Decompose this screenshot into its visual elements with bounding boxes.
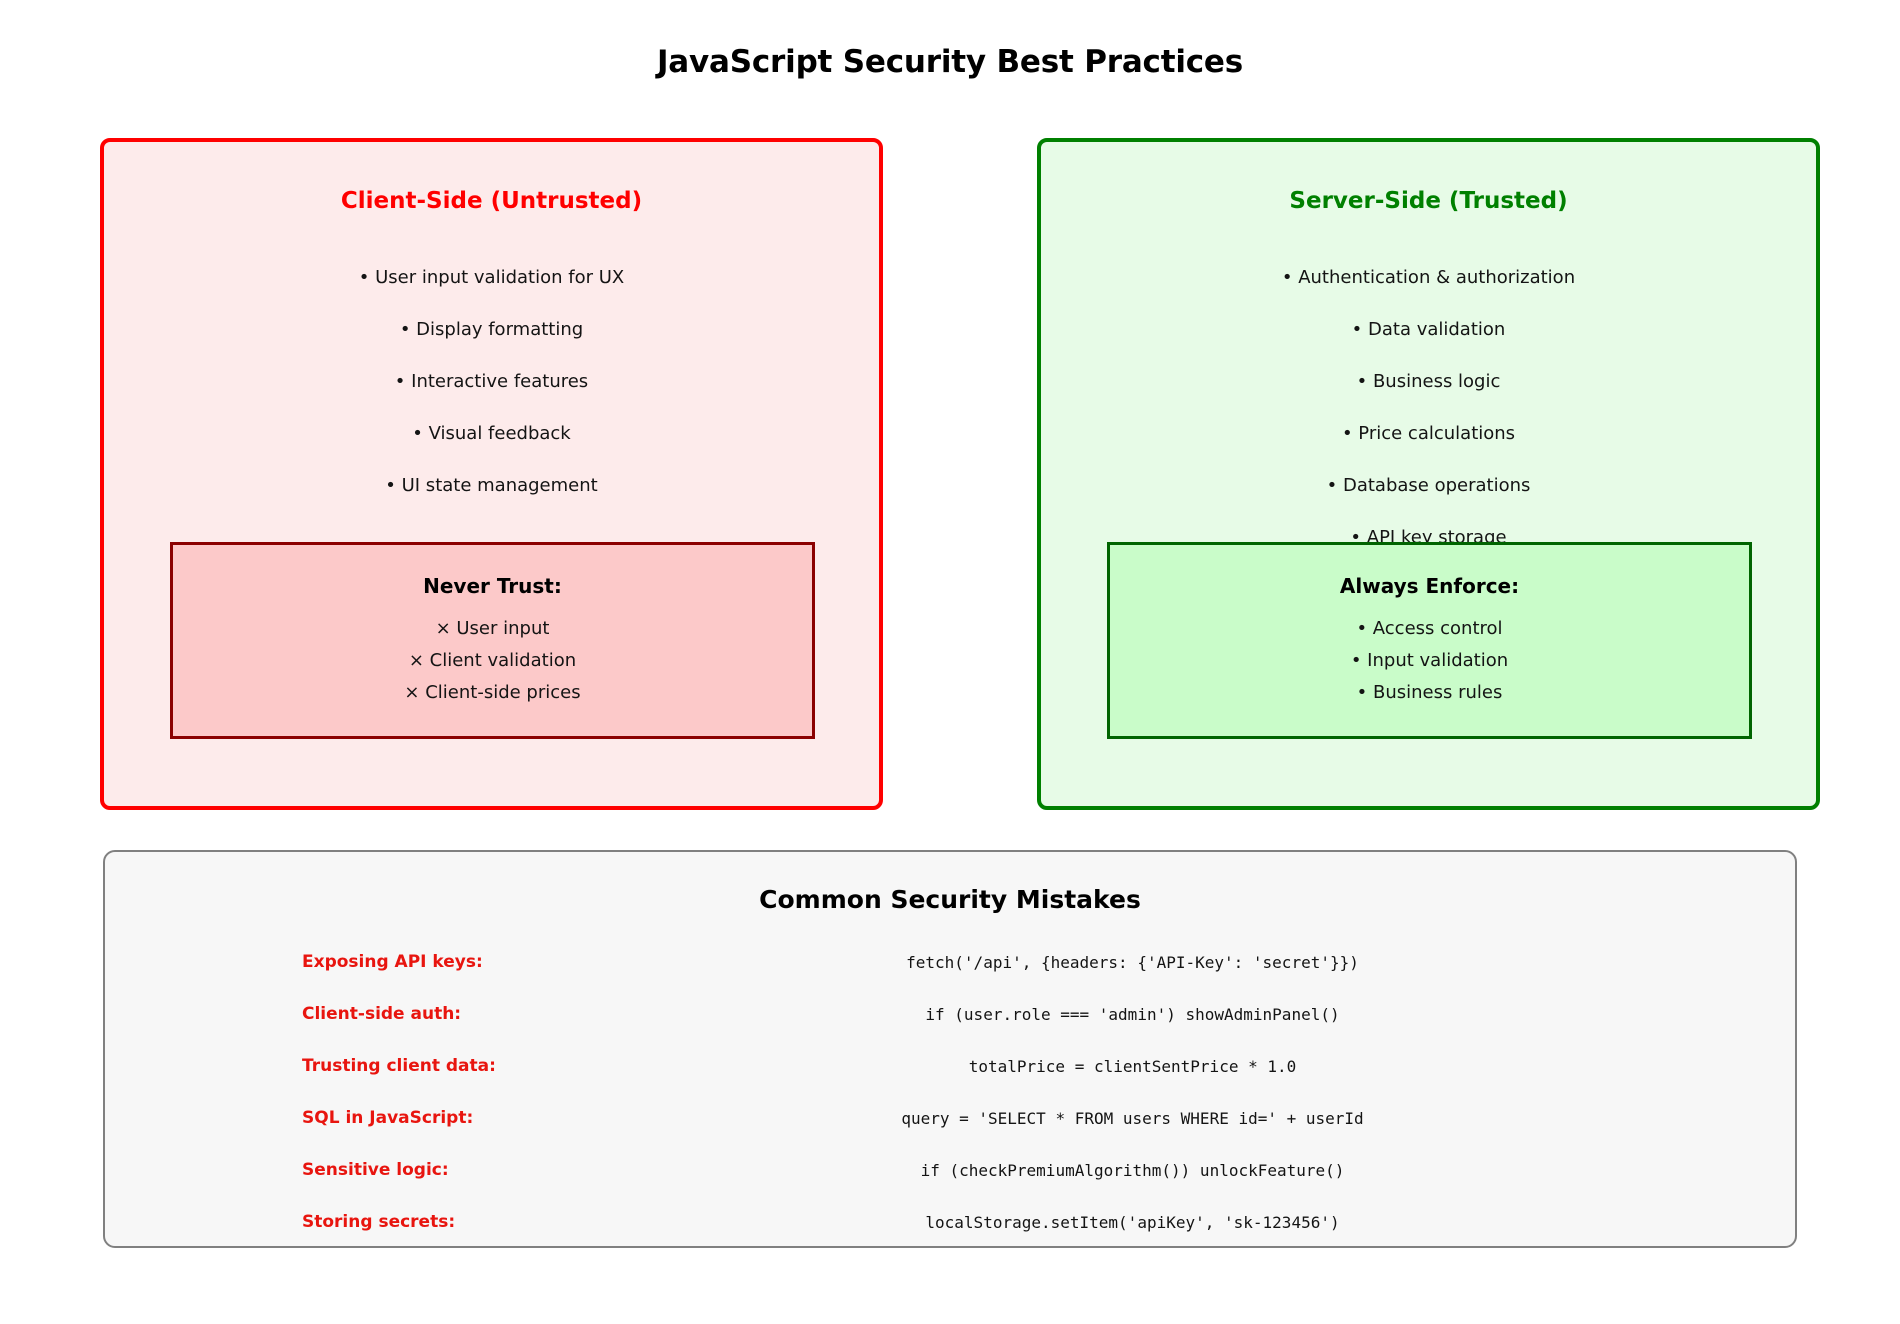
- client-panel-heading: Client-Side (Untrusted): [340, 188, 643, 214]
- mistakes-row-list: Exposing API keys: fetch('/api', {header…: [105, 952, 1795, 1264]
- list-item: • UI state management: [385, 475, 598, 496]
- mistake-code: if (checkPremiumAlgorithm()) unlockFeatu…: [920, 1161, 1345, 1180]
- list-item: • User input validation for UX: [358, 267, 625, 288]
- mistake-code: localStorage.setItem('apiKey', 'sk-12345…: [925, 1213, 1340, 1232]
- list-item: • Display formatting: [399, 319, 584, 340]
- client-bullet-list: • User input validation for UX • Display…: [104, 269, 879, 529]
- server-panel-heading: Server-Side (Trusted): [1289, 188, 1568, 214]
- page-title: JavaScript Security Best Practices: [656, 44, 1244, 80]
- table-row: Exposing API keys: fetch('/api', {header…: [105, 952, 1795, 1004]
- list-item: • Interactive features: [394, 371, 589, 392]
- mistake-label: Client-side auth:: [302, 1004, 462, 1024]
- mistake-code: fetch('/api', {headers: {'API-Key': 'sec…: [906, 953, 1359, 972]
- table-row: SQL in JavaScript: query = 'SELECT * FRO…: [105, 1108, 1795, 1160]
- list-item: • Authentication & authorization: [1281, 267, 1576, 288]
- always-enforce-list: • Access control • Input validation • Bu…: [1110, 620, 1749, 716]
- server-side-panel: Server-Side (Trusted) • Authentication &…: [1037, 138, 1820, 810]
- common-security-mistakes-panel: Common Security Mistakes Exposing API ke…: [103, 850, 1797, 1248]
- mistake-label: Storing secrets:: [302, 1212, 456, 1232]
- list-item: • Price calculations: [1341, 423, 1516, 444]
- table-row: Sensitive logic: if (checkPremiumAlgorit…: [105, 1160, 1795, 1212]
- list-item: × Client-side prices: [404, 682, 581, 703]
- mistake-label: Trusting client data:: [302, 1056, 496, 1076]
- mistakes-panel-title: Common Security Mistakes: [759, 885, 1141, 914]
- client-side-panel: Client-Side (Untrusted) • User input val…: [100, 138, 883, 810]
- mistake-label: Sensitive logic:: [302, 1160, 449, 1180]
- server-bullet-list: • Authentication & authorization • Data …: [1041, 269, 1816, 581]
- list-item: • Access control: [1356, 618, 1503, 639]
- list-item: • Database operations: [1326, 475, 1531, 496]
- never-trust-list: × User input × Client validation × Clien…: [173, 620, 812, 716]
- always-enforce-box: Always Enforce: • Access control • Input…: [1107, 542, 1752, 739]
- list-item: • Visual feedback: [412, 423, 571, 444]
- list-item: • Input validation: [1350, 650, 1509, 671]
- table-row: Client-side auth: if (user.role === 'adm…: [105, 1004, 1795, 1056]
- table-row: Storing secrets: localStorage.setItem('a…: [105, 1212, 1795, 1264]
- mistake-label: Exposing API keys:: [302, 952, 483, 972]
- mistake-code: totalPrice = clientSentPrice * 1.0: [968, 1057, 1297, 1076]
- list-item: × User input: [435, 618, 550, 639]
- mistake-code: query = 'SELECT * FROM users WHERE id=' …: [901, 1109, 1364, 1128]
- list-item: • Business logic: [1356, 371, 1501, 392]
- list-item: × Client validation: [408, 650, 577, 671]
- never-trust-title: Never Trust:: [423, 574, 562, 598]
- mistake-code: if (user.role === 'admin') showAdminPane…: [925, 1005, 1340, 1024]
- table-row: Trusting client data: totalPrice = clien…: [105, 1056, 1795, 1108]
- mistake-label: SQL in JavaScript:: [302, 1108, 474, 1128]
- list-item: • Business rules: [1356, 682, 1503, 703]
- always-enforce-title: Always Enforce:: [1339, 574, 1520, 598]
- list-item: • Data validation: [1351, 319, 1506, 340]
- never-trust-box: Never Trust: × User input × Client valid…: [170, 542, 815, 739]
